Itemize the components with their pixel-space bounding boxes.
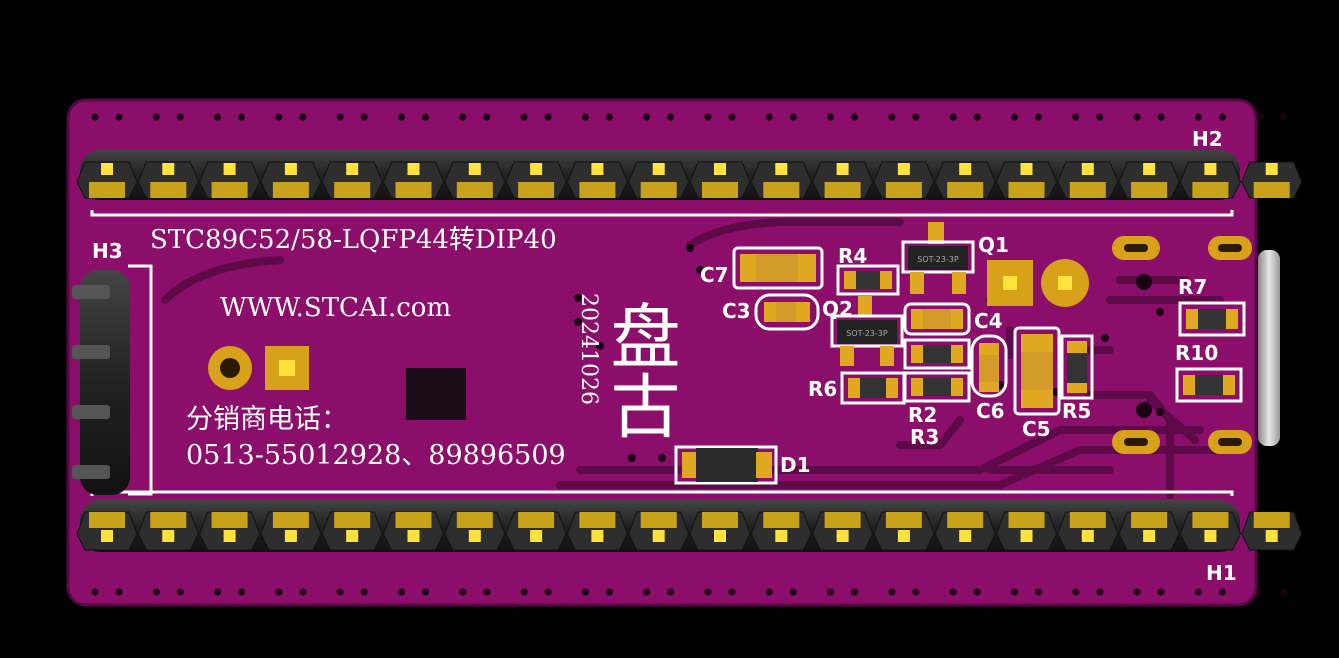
resistor-r10 [1175,367,1243,403]
header-pin [873,511,935,551]
label-r2: R2 [908,403,937,427]
header-pin [199,511,261,551]
header-pin [995,511,1058,551]
header-pin [566,161,628,199]
q1-pads [987,259,1089,307]
header-pin [689,511,751,551]
header-pin [382,511,445,551]
header-pin [137,161,199,199]
resistor-r4 [836,264,900,296]
jumper-pads-left [208,346,309,390]
header-pin [76,511,138,551]
label-h3: H3 [92,239,123,263]
via-row-top [91,113,1288,121]
header-silk-outlines [90,210,1234,496]
q1-package-marking: SOT-23-3P [917,255,959,264]
label-c6: C6 [976,399,1005,423]
resistor-r6 [840,371,906,405]
capacitor-c7 [732,246,824,290]
header-pin [934,161,996,199]
header-pin [321,161,383,199]
header-pin [260,511,322,551]
header-pin [1179,161,1241,199]
resistor-r2 [903,338,971,370]
header-pin [444,511,506,551]
label-c5: C5 [1022,417,1051,441]
pin-header-h1 [76,500,1303,552]
header-pin [1118,511,1180,551]
mcu-ic [406,368,466,420]
via-row-bottom [91,588,1288,596]
label-c4: C4 [974,309,1003,333]
pin-header-h2 [76,150,1303,200]
header-pin [505,511,567,551]
label-q1: Q1 [978,233,1009,257]
label-d1: D1 [780,453,811,477]
header-pin [750,511,812,551]
header-pin [76,161,138,199]
header-pin [1179,511,1241,551]
resistor-r5 [1060,334,1094,400]
board-website: WWW.STCAI.com [220,293,451,323]
capacitor-c3 [754,293,820,331]
header-pin [444,161,506,199]
label-r6: R6 [808,377,837,401]
header-pin [199,161,261,199]
pcb-board [66,98,1258,607]
header-pin [1241,161,1303,199]
usb-c-connector [1112,236,1280,454]
header-pin [260,161,322,199]
resistor-r3 [903,371,971,403]
capacitor-c6 [970,334,1008,398]
date-code: 20241026 [576,293,601,405]
header-pin [689,161,751,199]
board-logo: 盘古 [599,300,681,440]
header-pin [995,161,1058,199]
header-pin [750,161,812,199]
header-pin [628,161,690,199]
header-pin [1241,511,1303,551]
pin-header-h3 [72,270,130,495]
transistor-q2: SOT-23-3P [830,296,904,366]
contact-phones: 0513-55012928、89896509 [186,440,566,471]
logo-text: 盘古 [599,300,681,440]
header-pin [1118,161,1180,199]
q2-package-marking: SOT-23-3P [846,329,888,338]
board-title: STC89C52/58-LQFP44转DIP40 [150,225,557,255]
header-pin [1057,161,1119,199]
label-r4: R4 [838,244,867,268]
resistor-c4-pad-area [903,302,971,336]
header-pin [321,511,383,551]
label-r10: R10 [1175,341,1218,365]
label-h2: H2 [1192,127,1223,151]
transistor-q1: SOT-23-3P [901,222,975,294]
header-pin [628,511,690,551]
header-pin [505,161,567,199]
header-pin [812,161,874,199]
header-pin [934,511,996,551]
header-pin [1057,511,1119,551]
capacitor-c5 [1013,326,1061,416]
label-c7: C7 [700,263,729,287]
header-pin [873,161,935,199]
header-pin [382,161,445,199]
label-h1: H1 [1206,561,1237,585]
header-pin [137,511,199,551]
label-r7: R7 [1178,275,1207,299]
header-pin [566,511,628,551]
header-pin [812,511,874,551]
contact-label: 分销商电话： [186,404,348,435]
label-r5: R5 [1062,399,1091,423]
label-q2: Q2 [822,297,853,321]
label-c3: C3 [722,299,751,323]
resistor-r7 [1178,301,1246,337]
diode-d1 [674,445,778,485]
label-r3: R3 [910,425,939,449]
